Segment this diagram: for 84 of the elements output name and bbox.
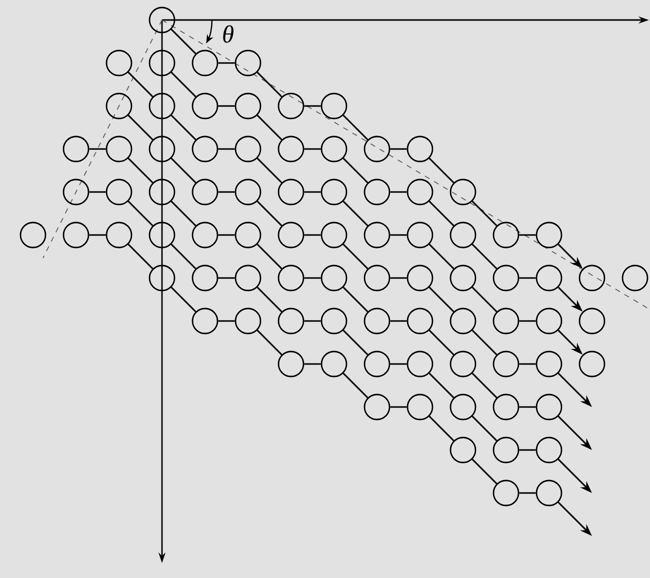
lattice-circle bbox=[148, 92, 176, 120]
lattice-circle bbox=[234, 222, 262, 248]
lattice-circle bbox=[192, 264, 218, 292]
lattice-circle bbox=[622, 264, 648, 292]
lattice-circle bbox=[278, 264, 304, 292]
angle-label: θ bbox=[223, 25, 234, 43]
lattice-circle bbox=[106, 178, 132, 206]
lattice-circle bbox=[320, 350, 348, 378]
lattice-circle bbox=[406, 136, 434, 162]
lattice-circle bbox=[364, 350, 390, 378]
lattice-circle bbox=[492, 222, 520, 248]
lattice-circle bbox=[278, 136, 304, 162]
lattice-circle bbox=[406, 222, 434, 248]
lattice-circle bbox=[406, 350, 434, 378]
lattice-circle bbox=[62, 178, 90, 206]
lattice-circle bbox=[536, 394, 562, 420]
lattice-circle bbox=[192, 222, 218, 248]
lattice-circle bbox=[578, 350, 606, 378]
lattice-circle bbox=[106, 92, 132, 120]
lattice-circle bbox=[492, 350, 520, 378]
lattice-circle bbox=[278, 92, 304, 120]
lattice-circle bbox=[450, 308, 476, 334]
lattice-circle bbox=[406, 178, 434, 206]
lattice-circle bbox=[278, 222, 304, 248]
lattice-circle bbox=[406, 308, 434, 334]
lattice-circle bbox=[234, 178, 262, 206]
lattice-circle bbox=[364, 136, 390, 162]
lattice-circle bbox=[492, 264, 520, 292]
lattice-circle bbox=[278, 350, 304, 378]
lattice-circle bbox=[148, 178, 176, 206]
lattice-circle bbox=[234, 136, 262, 162]
lattice-circle bbox=[192, 136, 218, 162]
lattice-circle bbox=[192, 92, 218, 120]
lattice-circle bbox=[278, 308, 304, 334]
lattice-circle bbox=[364, 178, 390, 206]
lattice-circle bbox=[320, 308, 348, 334]
lattice-circle bbox=[234, 264, 262, 292]
lattice-circle bbox=[536, 222, 562, 248]
lattice-circle bbox=[492, 394, 520, 420]
lattice-circle bbox=[450, 436, 476, 464]
lattice-circle bbox=[578, 308, 606, 334]
lattice-circle bbox=[62, 222, 90, 248]
lattice-circle bbox=[148, 136, 176, 162]
lattice-circle bbox=[364, 222, 390, 248]
lattice-circle bbox=[536, 480, 562, 506]
lattice-circle bbox=[320, 178, 348, 206]
lattice-circle bbox=[364, 264, 390, 292]
lattice-circle bbox=[536, 436, 562, 464]
lattice-circle bbox=[106, 222, 132, 248]
lattice-circle bbox=[234, 50, 262, 76]
lattice-circle bbox=[62, 136, 90, 162]
lattice-circle bbox=[450, 178, 476, 206]
lattice-circle bbox=[320, 136, 348, 162]
lattice-circle bbox=[536, 350, 562, 378]
lattice-circle bbox=[320, 92, 348, 120]
lattice-circle bbox=[192, 50, 218, 76]
lattice-circle bbox=[20, 222, 46, 248]
lattice-circle bbox=[492, 308, 520, 334]
lattice-circle bbox=[536, 264, 562, 292]
lattice-circle bbox=[234, 308, 262, 334]
lattice-circle bbox=[106, 50, 132, 76]
lattice-circle bbox=[234, 92, 262, 120]
lattice-circle bbox=[148, 50, 176, 76]
lattice-circle bbox=[192, 178, 218, 206]
lattice-circle bbox=[536, 308, 562, 334]
lattice-circle bbox=[320, 264, 348, 292]
lattice-circle bbox=[492, 480, 520, 506]
lattice-circle bbox=[106, 136, 132, 162]
lattice-circle bbox=[278, 178, 304, 206]
lattice-circle bbox=[148, 264, 176, 292]
lattice-circle bbox=[192, 308, 218, 334]
lattice-circle bbox=[450, 264, 476, 292]
lattice-circle bbox=[450, 222, 476, 248]
lattice-circle bbox=[406, 394, 434, 420]
lattice-circle bbox=[450, 350, 476, 378]
lattice-circle bbox=[406, 264, 434, 292]
lattice-circle bbox=[148, 222, 176, 248]
lattice-circle bbox=[450, 394, 476, 420]
lattice-circle bbox=[578, 264, 606, 292]
lattice-circle bbox=[364, 394, 390, 420]
lattice-circle bbox=[148, 6, 176, 34]
lattice-circle bbox=[364, 308, 390, 334]
lattice-circle bbox=[320, 222, 348, 248]
lattice-circle bbox=[492, 436, 520, 464]
